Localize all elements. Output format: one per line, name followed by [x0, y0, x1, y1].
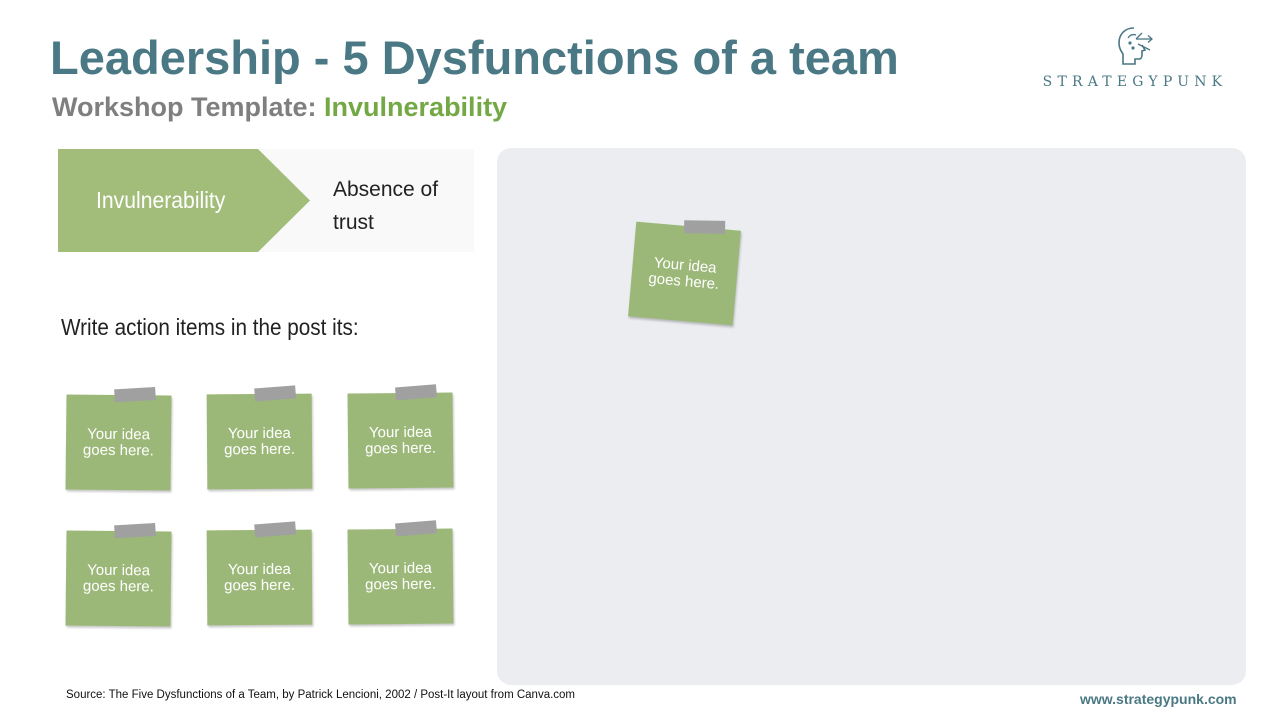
- logo-text: STRATEGYPUNK: [1042, 74, 1228, 90]
- postit-text: Your idea goes here.: [365, 559, 437, 593]
- banner-description: Absence of trust: [333, 178, 439, 234]
- subtitle-highlight: Invulnerability: [324, 92, 508, 122]
- postit-note[interactable]: Your idea goes here.: [347, 520, 454, 625]
- tape: [114, 522, 156, 539]
- page-title: Leadership - 5 Dysfunctions of a team: [50, 31, 899, 84]
- head-with-arrows-icon: [1118, 27, 1153, 65]
- page-subtitle: Workshop Template: Invulnerability: [52, 92, 507, 123]
- board-postit-note[interactable]: Your idea goes here.: [628, 220, 741, 326]
- tape: [254, 385, 297, 402]
- tape: [395, 520, 437, 537]
- tape: [395, 384, 437, 401]
- tape: [254, 521, 297, 538]
- postit-text: Your idea goes here.: [82, 425, 154, 459]
- postit-note[interactable]: Your idea goes here.: [206, 521, 313, 626]
- postit-note[interactable]: Your idea goes here.: [206, 385, 313, 490]
- postit-text: Your idea goes here.: [647, 253, 720, 293]
- postit-text: Your idea goes here.: [82, 561, 154, 595]
- strategypunk-logo: STRATEGYPUNK: [1040, 24, 1230, 94]
- postit-note[interactable]: Your idea goes here.: [65, 386, 172, 491]
- instruction-text: Write action items in the post its:: [61, 314, 359, 340]
- postit-text: Your idea goes here.: [365, 423, 437, 457]
- banner-label: Invulnerability: [96, 187, 226, 213]
- source-citation: Source: The Five Dysfunctions of a Team,…: [66, 689, 576, 701]
- tape: [684, 220, 726, 234]
- dysfunction-banner: Invulnerability Absence of trust: [58, 149, 474, 252]
- postit-note[interactable]: Your idea goes here.: [65, 522, 172, 627]
- chevron-shape: [58, 149, 310, 252]
- tape: [114, 386, 156, 403]
- postit-note[interactable]: Your idea goes here.: [347, 384, 454, 489]
- website-url[interactable]: www.strategypunk.com: [1080, 691, 1237, 707]
- workspace-board[interactable]: [497, 148, 1246, 685]
- subtitle-prefix: Workshop Template:: [52, 92, 325, 122]
- postit-text: Your idea goes here.: [224, 424, 296, 458]
- postit-text: Your idea goes here.: [224, 560, 296, 594]
